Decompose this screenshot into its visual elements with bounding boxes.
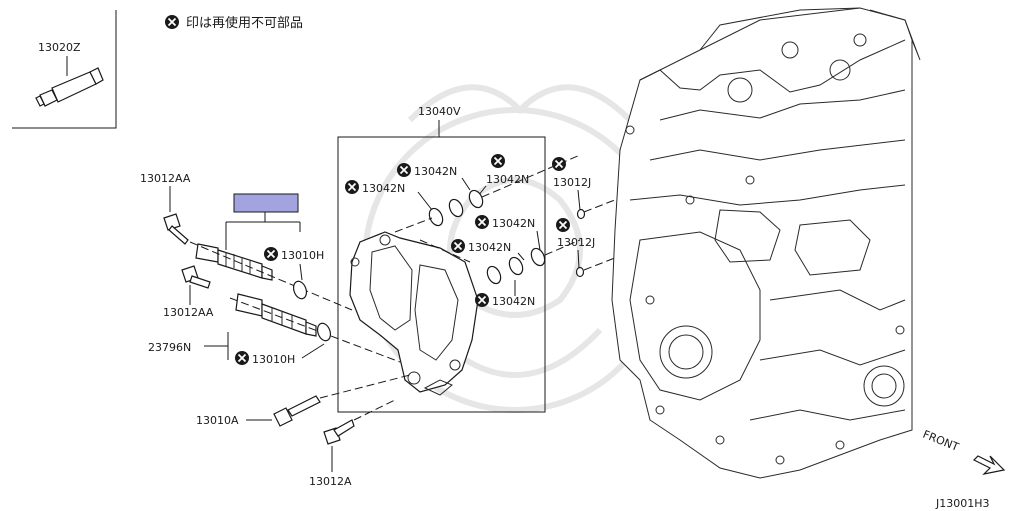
label-13010h-upper[interactable]: 13010H	[281, 249, 324, 262]
x-mark-icon	[345, 180, 359, 194]
label-13040v[interactable]: 13040V	[418, 105, 461, 118]
bolt-13010a-icon	[273, 395, 321, 427]
label-13042n-5[interactable]: 13042N	[468, 241, 511, 254]
x-mark-icon	[451, 239, 465, 253]
label-23796n[interactable]: 23796N	[148, 341, 191, 354]
label-13042n-4[interactable]: 13042N	[492, 217, 535, 230]
front-indicator: FRONT	[921, 428, 1006, 475]
x-mark-icon	[491, 154, 505, 168]
x-mark-icon	[475, 215, 489, 229]
x-mark-icon	[264, 247, 278, 261]
x-mark-icon	[397, 163, 411, 177]
non-reusable-note: 印は再使用不可部品	[165, 15, 303, 31]
label-13012aa-lower[interactable]: 13012AA	[163, 306, 214, 319]
label-13042n-6[interactable]: 13042N	[492, 295, 535, 308]
bolt-upper-icon	[163, 213, 189, 245]
x-mark-icon	[556, 218, 570, 232]
label-13010h-lower[interactable]: 13010H	[252, 353, 295, 366]
label-13012j-2[interactable]: 13012J	[557, 236, 595, 249]
non-reusable-note-text: 印は再使用不可部品	[186, 15, 303, 31]
label-13012j-1[interactable]: 13012J	[553, 176, 591, 189]
timing-cover-part	[349, 231, 479, 396]
engine-block	[611, 7, 921, 479]
label-13042n-2[interactable]: 13042N	[486, 173, 529, 186]
front-arrow-icon	[972, 455, 1006, 475]
x-mark-icon	[165, 15, 179, 29]
left-parts: 13012AA 13010H 13012AA	[140, 172, 411, 488]
bolt-13012a-icon	[323, 419, 355, 445]
tube-box: 13020Z	[12, 10, 117, 129]
label-13042n-1[interactable]: 13042N	[414, 165, 457, 178]
sealant-tube-icon	[35, 67, 104, 107]
diagram-code: J13001H3	[935, 497, 990, 510]
x-mark-icon	[552, 157, 566, 171]
label-13020z[interactable]: 13020Z	[38, 41, 81, 54]
solenoid-upper-icon	[195, 243, 273, 281]
bolt-lower-icon	[181, 265, 211, 289]
x-mark-icon	[475, 293, 489, 307]
x-mark-icon	[235, 351, 249, 365]
highlight-box[interactable]	[233, 193, 299, 213]
cover-assembly-box: 13040V	[337, 105, 546, 413]
label-13042n-3[interactable]: 13042N	[362, 182, 405, 195]
label-13012aa-upper[interactable]: 13012AA	[140, 172, 191, 185]
label-13010a[interactable]: 13010A	[196, 414, 239, 427]
label-13012a[interactable]: 13012A	[309, 475, 352, 488]
seal-group-13042n: 13042N 13042N 13042N 13042N 13042N 13042…	[345, 154, 581, 308]
front-label: FRONT	[921, 428, 961, 454]
